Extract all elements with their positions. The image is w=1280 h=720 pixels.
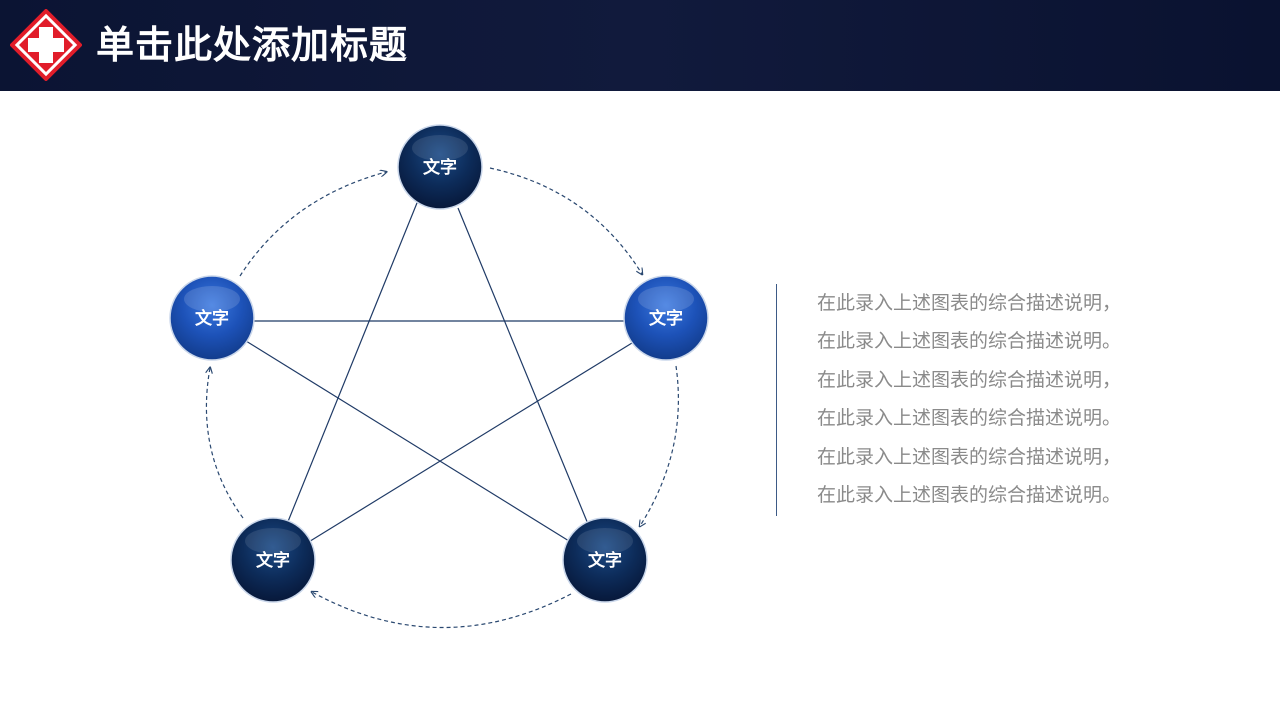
cycle-arrow (239, 172, 386, 277)
node-label: 文字 (256, 550, 290, 571)
node-label: 文字 (423, 157, 457, 178)
node-bottom-left: 文字 (230, 517, 316, 603)
node-top: 文字 (397, 124, 483, 210)
node-label: 文字 (649, 308, 683, 329)
description-line: 在此录入上述图表的综合描述说明， (817, 292, 1122, 314)
medical-cross-icon (10, 9, 82, 81)
vertical-divider (776, 284, 777, 516)
description-line: 在此录入上述图表的综合描述说明。 (817, 330, 1122, 353)
page-title: 单击此处添加标题 (96, 23, 409, 67)
header-bar: 单击此处添加标题 (0, 0, 1280, 91)
node-left: 文字 (169, 275, 255, 361)
star-line (245, 340, 570, 542)
cycle-arrow (312, 592, 572, 629)
node-label: 文字 (195, 308, 229, 329)
star-line (457, 207, 589, 525)
description-line: 在此录入上述图表的综合描述说明， (817, 368, 1122, 391)
cycle-arrow (640, 365, 679, 526)
node-right: 文字 (623, 275, 709, 361)
description-block: 在此录入上述图表的综合描述说明， 在此录入上述图表的综合描述说明。 在此录入上述… (817, 284, 1257, 514)
node-bottom-right: 文字 (562, 517, 648, 603)
description-line: 在此录入上述图表的综合描述说明， (817, 445, 1122, 468)
star-line (286, 197, 420, 525)
node-label: 文字 (588, 550, 622, 571)
description-line: 在此录入上述图表的综合描述说明。 (817, 483, 1122, 506)
description-line: 在此录入上述图表的综合描述说明。 (817, 407, 1122, 430)
cycle-arrow (489, 167, 642, 274)
cycle-arrow (206, 368, 244, 519)
star-line (306, 342, 633, 544)
